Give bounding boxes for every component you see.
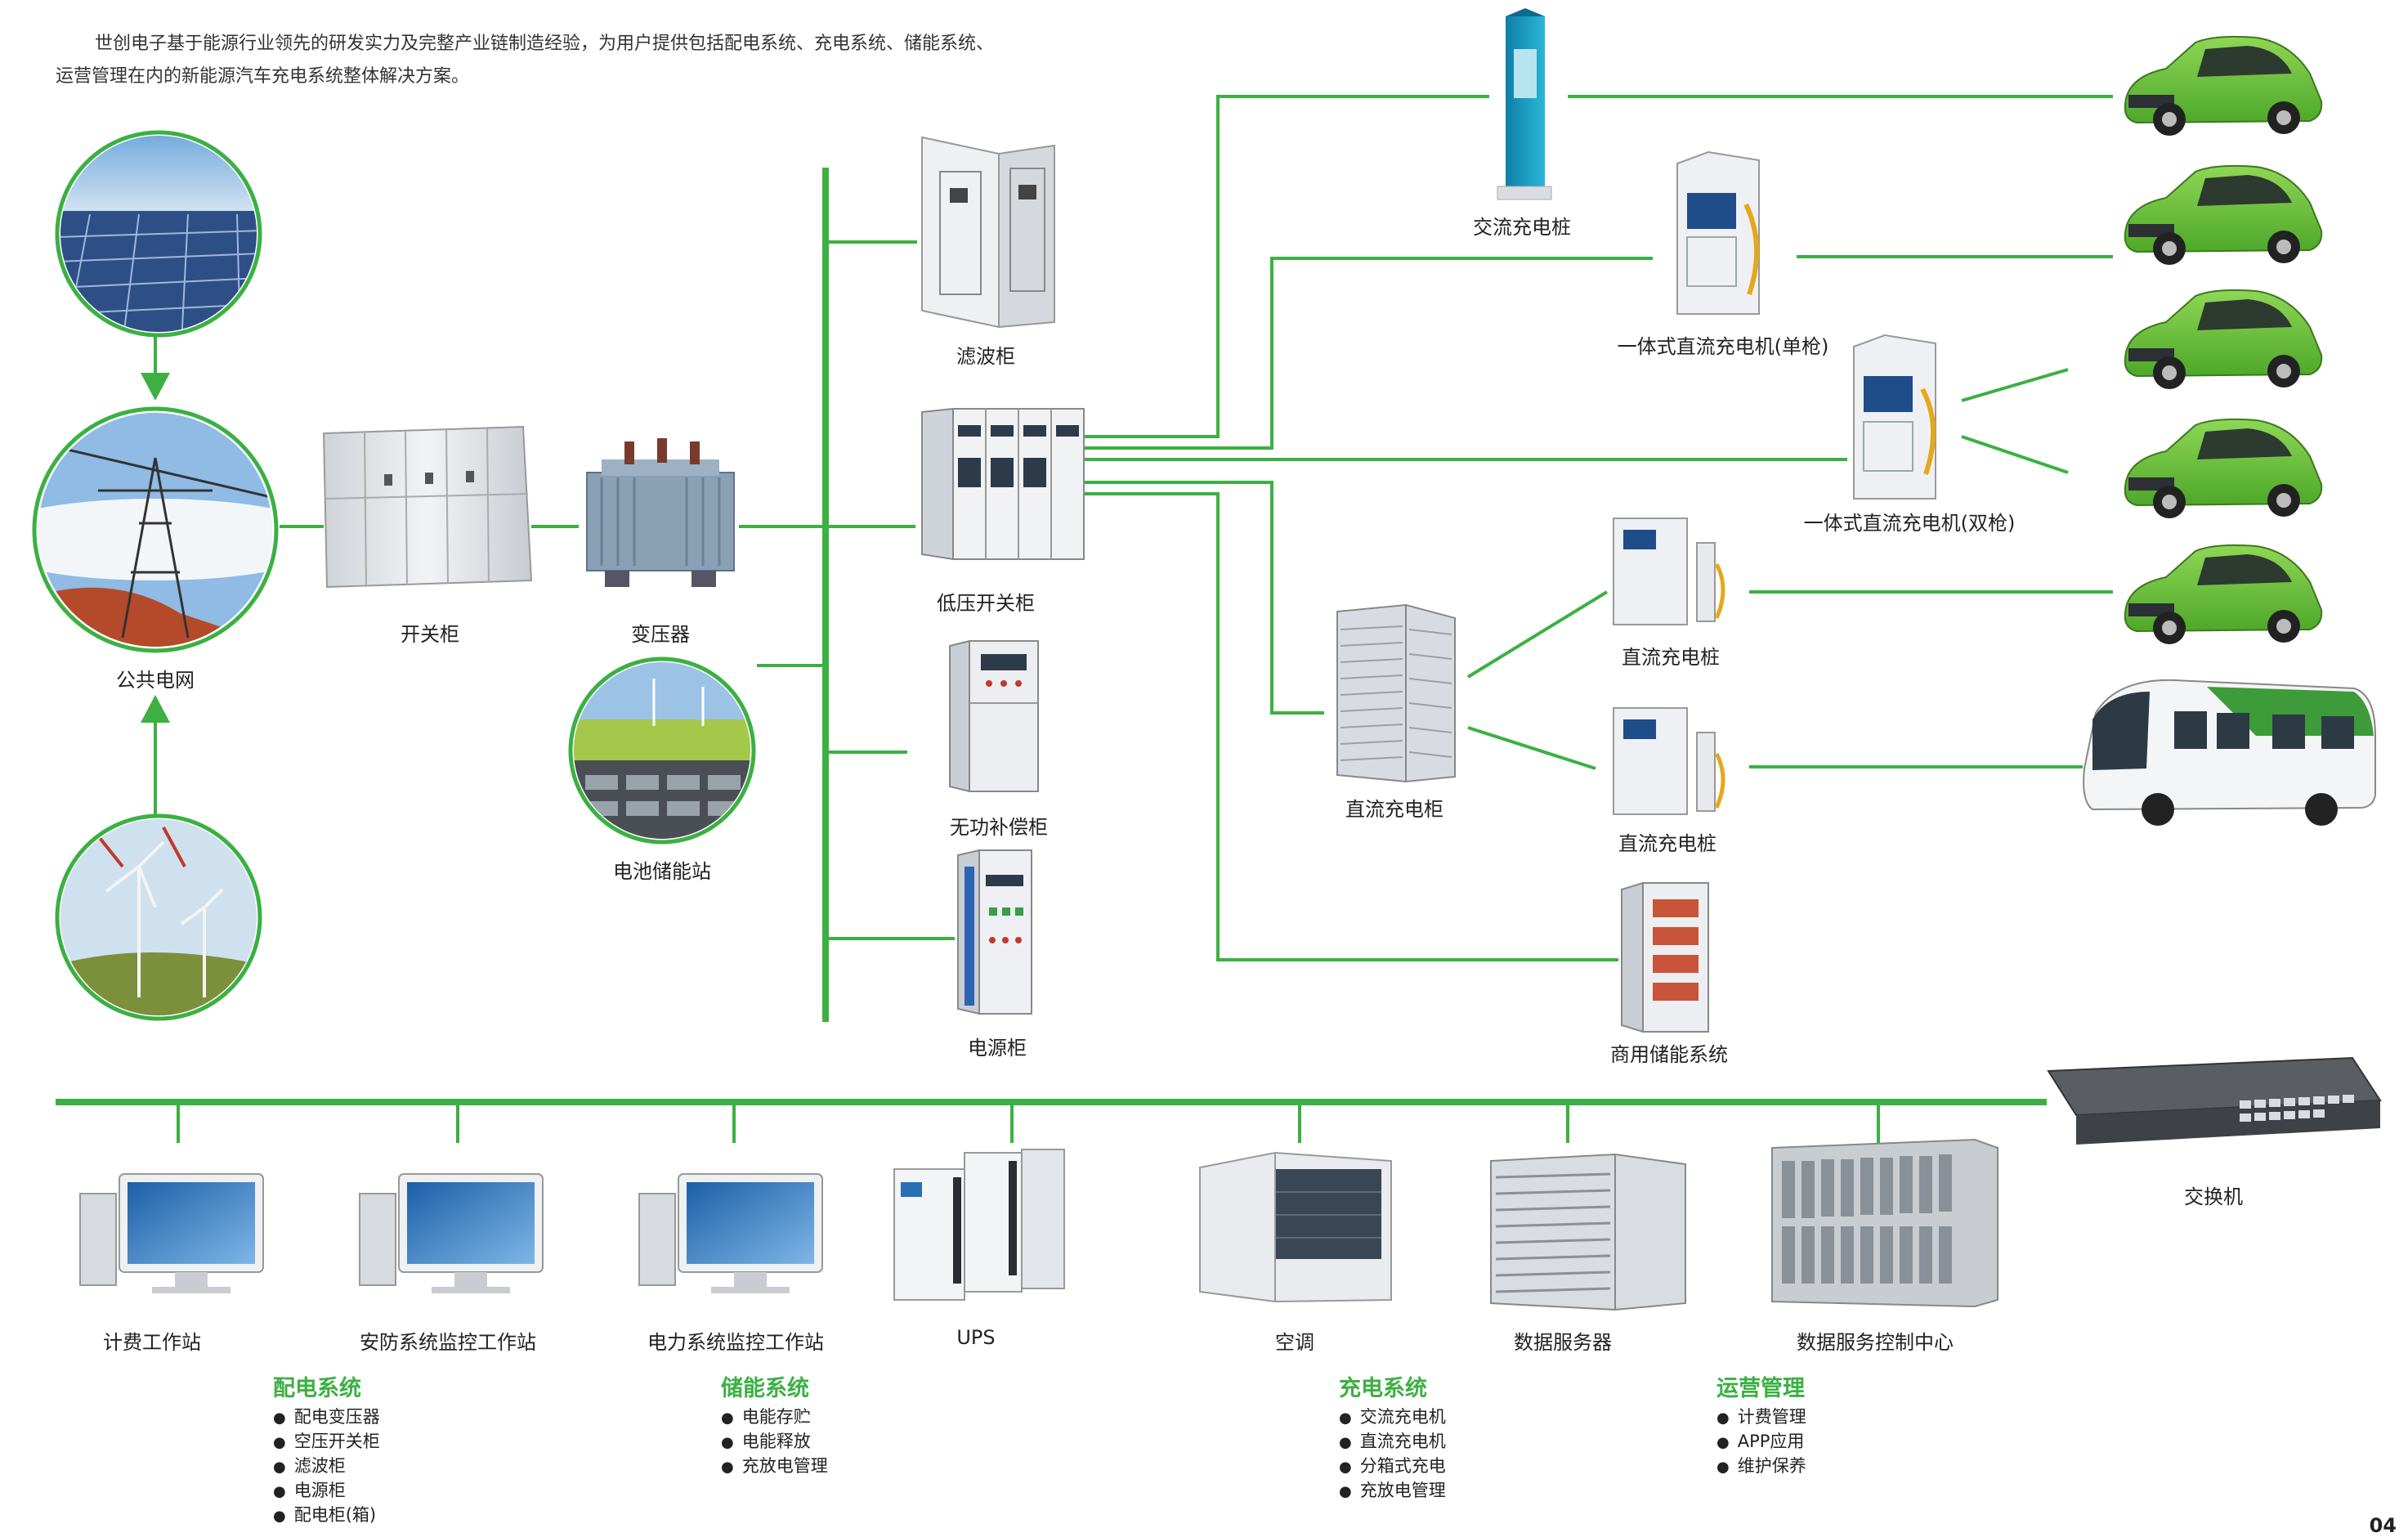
category-item: 空压开关柜 <box>273 1430 380 1454</box>
bus <box>2083 679 2376 826</box>
label-switch: 交换机 <box>2184 1185 2243 1208</box>
intro-text: 世创电子基于能源行业领先的研发实力及完整产业链制造经验，为用户提供包括配电系统、… <box>56 28 1069 93</box>
label-data-center: 数据服务控制中心 <box>1797 1331 1954 1354</box>
category-title: 储能系统 <box>721 1376 809 1401</box>
category-item: 直流充电机 <box>1339 1430 1446 1454</box>
category-item: 充放电管理 <box>1339 1479 1446 1503</box>
solar-panel-photo <box>55 130 262 338</box>
label-commercial-storage: 商用储能系统 <box>1610 1043 1728 1066</box>
dc-charging-pile-image-2 <box>1613 707 1725 815</box>
label-filter-cabinet: 滤波柜 <box>956 345 1015 368</box>
power-cabinet-image <box>957 849 1032 1015</box>
ac-charging-pile-image <box>1497 8 1552 200</box>
label-ac-charging-pile: 交流充电桩 <box>1473 216 1571 239</box>
category-item: 电源柜 <box>273 1479 380 1503</box>
network-switch <box>2047 1056 2382 1145</box>
green-car <box>2124 418 2323 518</box>
green-car <box>2124 544 2323 644</box>
label-reactive-comp-cabinet: 无功补偿柜 <box>950 816 1048 839</box>
air-conditioner-image <box>1199 1151 1392 1303</box>
category-item: 交流充电机 <box>1339 1405 1446 1430</box>
category-item: 电能释放 <box>721 1430 828 1454</box>
category-item: 分箱式充电 <box>1339 1454 1446 1479</box>
dc-charging-pile-image-1 <box>1613 518 1725 625</box>
label-dc-charging-pile-1: 直流充电桩 <box>1622 646 1720 669</box>
label-dc-charger-single: 一体式直流充电机(单枪) <box>1617 335 1829 358</box>
intro-line-2: 运营管理在内的新能源汽车充电系统整体解决方案。 <box>56 66 470 87</box>
label-power-workstation: 电力系统监控工作站 <box>647 1331 824 1354</box>
intro-line-1: 世创电子基于能源行业领先的研发实力及完整产业链制造经验，为用户提供包括配电系统、… <box>95 34 995 54</box>
transmission-tower-photo <box>32 406 279 653</box>
page-number: 04 <box>2369 1514 2397 1537</box>
category-item: 配电柜(箱) <box>273 1503 380 1528</box>
battery-storage-station-photo <box>568 656 756 845</box>
category-title: 配电系统 <box>273 1376 361 1401</box>
dc-charger-dual-gun-image <box>1853 334 1936 500</box>
category-item: 滤波柜 <box>273 1454 380 1479</box>
label-data-server: 数据服务器 <box>1514 1331 1612 1354</box>
dc-charger-single-gun-image <box>1676 150 1760 315</box>
label-security-workstation: 安防系统监控工作站 <box>360 1331 536 1354</box>
arrow-down-icon <box>141 373 170 401</box>
category-item: 维护保养 <box>1716 1454 1806 1479</box>
computer-workstation <box>79 1173 264 1293</box>
label-dc-charging-pile-2: 直流充电桩 <box>1618 832 1716 855</box>
category-operations: 运营管理 计费管理 APP应用 维护保养 <box>1716 1370 1806 1479</box>
wind-turbine-photo <box>55 813 262 1021</box>
category-distribution: 配电系统 配电变压器 空压开关柜 滤波柜 电源柜 配电柜(箱) <box>273 1370 380 1528</box>
category-storage: 储能系统 电能存贮 电能释放 充放电管理 <box>721 1370 828 1479</box>
switchgear-image <box>322 425 533 589</box>
category-title: 充电系统 <box>1339 1376 1427 1401</box>
ups-image <box>893 1149 1065 1301</box>
transformer-image <box>586 438 735 587</box>
label-public-grid: 公共电网 <box>116 669 195 692</box>
connection-lines <box>56 95 2113 1143</box>
green-car <box>2124 35 2323 136</box>
reactive-compensation-cabinet-image <box>949 639 1039 793</box>
category-charging: 充电系统 交流充电机 直流充电机 分箱式充电 充放电管理 <box>1339 1370 1446 1503</box>
label-billing-workstation: 计费工作站 <box>103 1331 201 1354</box>
label-ups: UPS <box>956 1326 996 1349</box>
label-battery-station: 电池储能站 <box>613 860 711 883</box>
category-item: 配电变压器 <box>273 1405 380 1430</box>
filter-cabinet-image <box>921 136 1055 329</box>
label-power-cabinet: 电源柜 <box>968 1037 1027 1060</box>
green-car <box>2124 164 2323 265</box>
computer-workstation <box>359 1173 544 1293</box>
label-switchgear: 开关柜 <box>401 623 459 646</box>
low-voltage-switchgear-image <box>921 407 1085 561</box>
label-low-voltage-switchgear: 低压开关柜 <box>937 592 1035 615</box>
label-dc-charger-dual: 一体式直流充电机(双枪) <box>1803 512 2016 535</box>
computer-workstation <box>638 1173 823 1293</box>
arrow-up-icon <box>141 695 170 723</box>
label-dc-charging-cabinet: 直流充电柜 <box>1345 798 1443 821</box>
category-item: 电能存贮 <box>721 1405 828 1430</box>
commercial-storage-image <box>1621 881 1709 1033</box>
label-air-conditioner: 空调 <box>1275 1331 1314 1354</box>
category-item: APP应用 <box>1716 1430 1806 1454</box>
green-car <box>2124 289 2323 389</box>
label-transformer: 变压器 <box>631 623 690 646</box>
category-title: 运营管理 <box>1716 1376 1805 1401</box>
dc-charging-cabinet-image <box>1336 603 1456 783</box>
category-item: 计费管理 <box>1716 1405 1806 1430</box>
category-item: 充放电管理 <box>721 1454 828 1479</box>
data-center-image <box>1771 1138 1998 1308</box>
data-server-image <box>1490 1153 1686 1311</box>
